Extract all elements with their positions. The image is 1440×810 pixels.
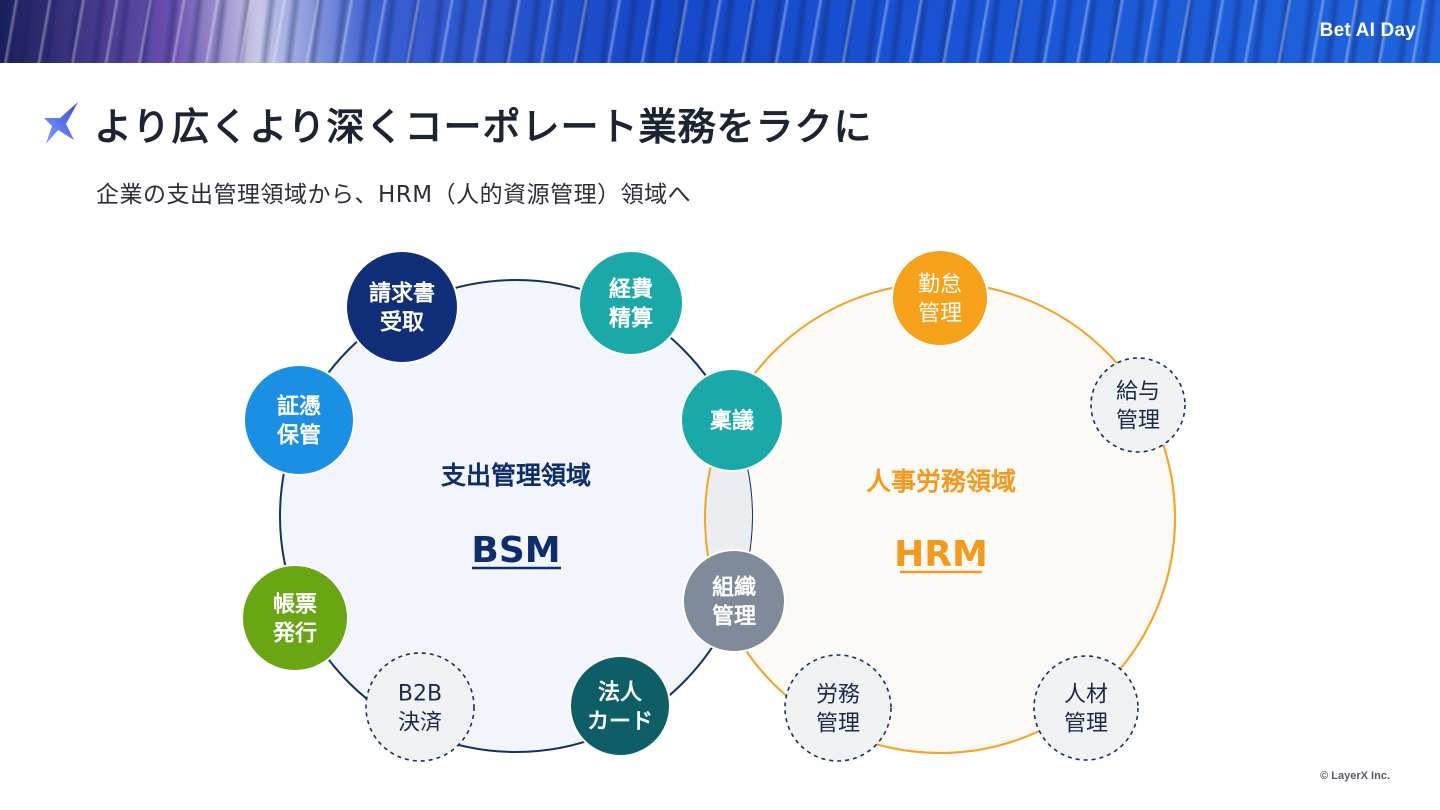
node-invoice-label: 請求書: [369, 281, 435, 307]
bsm-circle: [279, 279, 753, 753]
node-invoice-circle: [345, 250, 459, 364]
page-title: より広くより深くコーポレート業務をラクに: [94, 105, 873, 149]
hrm-domain-label: 人事労務領域: [866, 467, 1016, 496]
event-logo-text: Bet AI Day: [1319, 20, 1416, 41]
node-payroll-circle: [1090, 357, 1186, 453]
node-card-label: 法人: [598, 681, 642, 706]
node-talent-circle: [1033, 655, 1139, 761]
feature-nodes: 請求書受取経費精算証憑保管稟議帳票発行B2B決済法人カード組織管理勤怠管理給与管…: [241, 249, 1186, 762]
node-expense-label: 精算: [609, 306, 653, 332]
node-org-label: 組織: [712, 575, 756, 601]
sparkle-icon: [44, 102, 78, 144]
top-banner: Bet AI Day: [0, 0, 1440, 63]
node-b2b-label: 決済: [398, 711, 442, 736]
node-card-circle: [569, 655, 671, 757]
node-talent-label: 人材: [1064, 683, 1108, 708]
node-payroll-label: 給与: [1116, 380, 1160, 405]
node-b2b: B2B 決済: [365, 652, 475, 762]
node-billing-label: 発行: [272, 621, 317, 647]
node-approval: 稟議: [680, 368, 784, 472]
node-labor-label: 労務: [816, 683, 860, 708]
node-org-label: 管理: [712, 604, 756, 630]
node-attendance-label: 勤怠: [918, 273, 962, 298]
node-org-circle: [682, 549, 786, 653]
page-subtitle: 企業の支出管理領域から、HRM（人的資源管理）領域へ: [96, 182, 692, 208]
event-logo: Bet AI Day: [1320, 20, 1416, 42]
copyright: © LayerX Inc.: [1320, 770, 1390, 782]
node-expense-circle: [578, 250, 684, 356]
node-talent-label: 管理: [1064, 712, 1108, 737]
hrm-abbr: HRM: [894, 534, 988, 575]
node-voucher-circle: [243, 364, 355, 476]
node-b2b-label: B2B: [398, 682, 442, 707]
node-card-label: カード: [587, 710, 653, 735]
node-attendance-label: 管理: [918, 302, 962, 327]
node-expense-label: 経費: [609, 277, 653, 303]
node-invoice-label: 受取: [380, 310, 424, 336]
node-attendance-circle: [891, 249, 989, 347]
node-approval-circle: [680, 368, 784, 472]
node-labor-circle: [784, 654, 892, 762]
bsm-abbr: BSM: [471, 530, 560, 571]
node-payroll-label: 管理: [1116, 409, 1160, 434]
node-approval-label: 稟議: [710, 408, 754, 434]
node-billing-label: 帳票: [273, 593, 317, 618]
node-voucher-label: 証憑: [277, 394, 321, 420]
node-voucher-label: 保管: [276, 423, 321, 449]
node-b2b-circle: [365, 652, 475, 762]
node-labor-label: 管理: [816, 712, 860, 737]
node-billing-circle: [241, 564, 349, 672]
bsm-domain-label: 支出管理領域: [441, 461, 591, 490]
